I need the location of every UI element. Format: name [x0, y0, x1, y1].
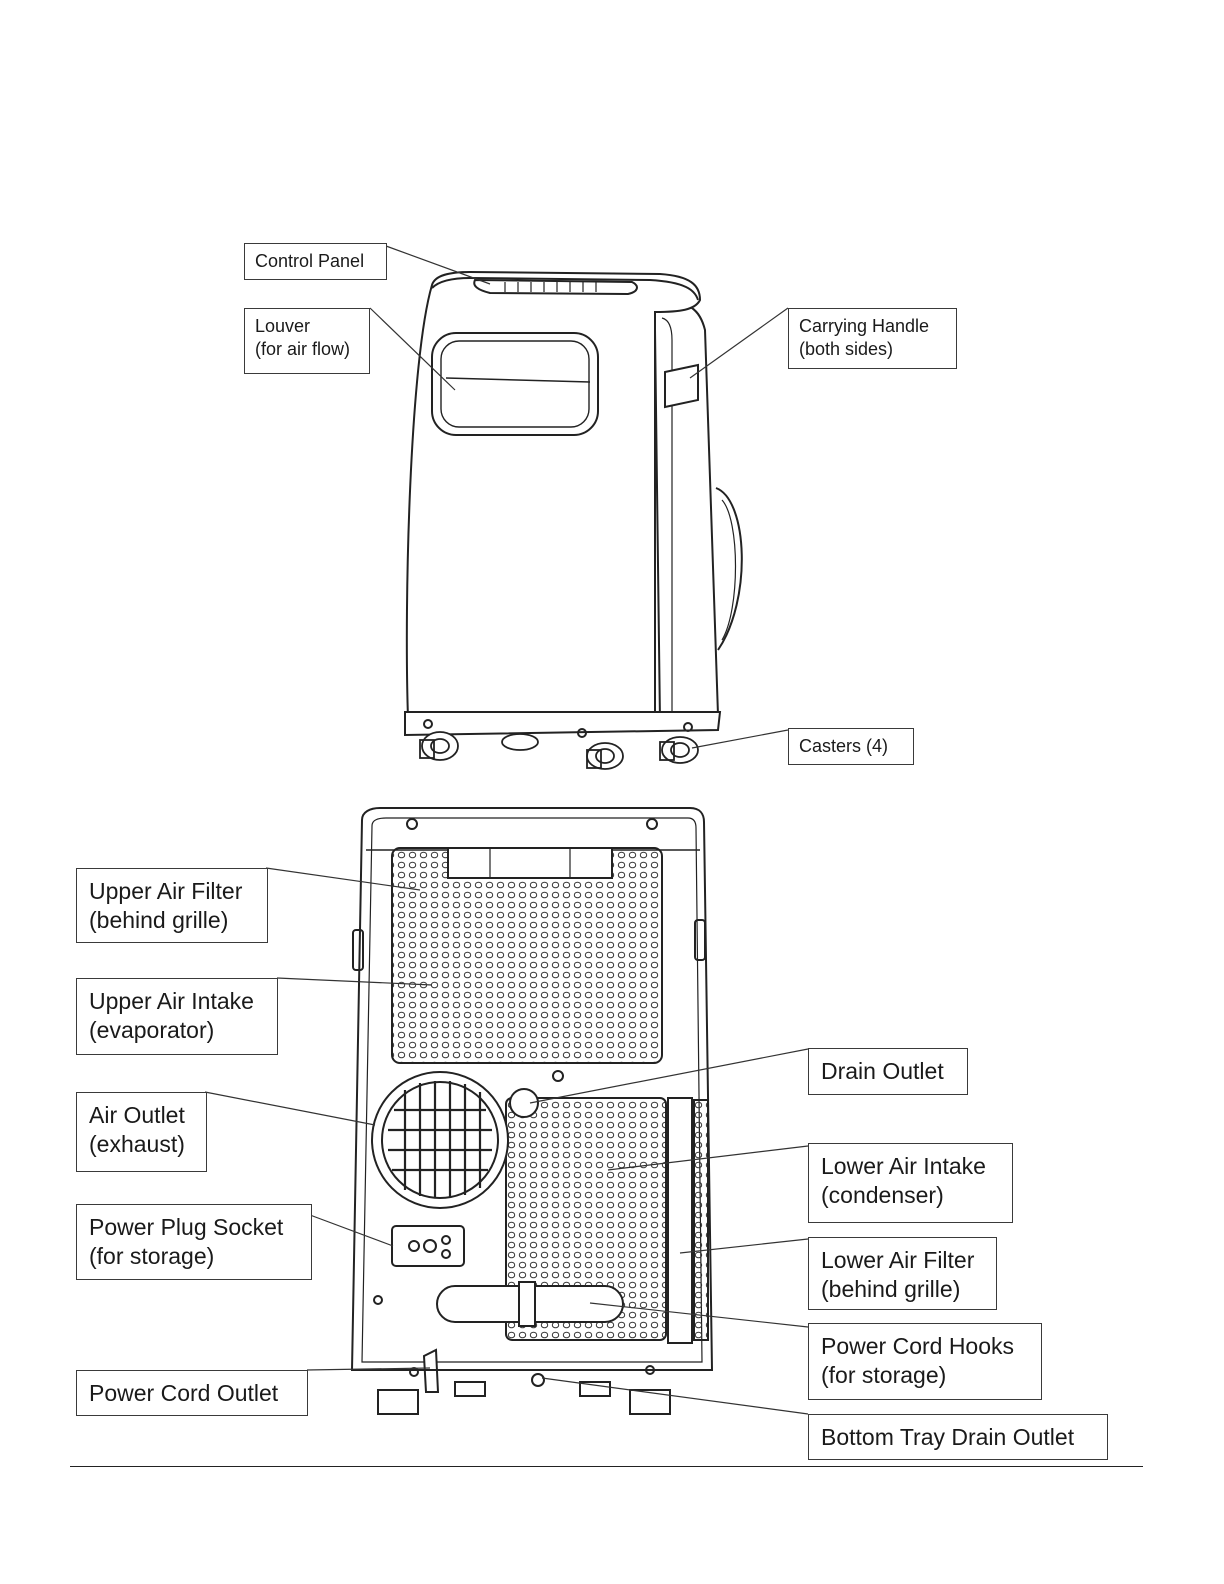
- label-louver: Louver (for air flow): [244, 308, 370, 374]
- lower-air-intake-text: Lower Air Intake: [821, 1153, 986, 1179]
- label-power-cord-outlet: Power Cord Outlet: [76, 1370, 308, 1416]
- bottom-tray-drain-outlet-text: Bottom Tray Drain Outlet: [821, 1424, 1075, 1450]
- air-outlet-text: Air Outlet: [89, 1102, 185, 1128]
- label-casters: Casters (4): [788, 728, 914, 765]
- lower-air-filter-subtext: (behind grille): [821, 1275, 961, 1302]
- front-view-unit: [404, 270, 743, 770]
- label-lower-air-intake: Lower Air Intake (condenser): [808, 1143, 1013, 1223]
- label-power-plug-socket: Power Plug Socket (for storage): [76, 1204, 312, 1280]
- power-plug-socket-text: Power Plug Socket: [89, 1214, 284, 1240]
- upper-air-filter-subtext: (behind grille): [89, 906, 229, 933]
- lower-air-filter-text: Lower Air Filter: [821, 1247, 975, 1273]
- leader-lines: [204, 245, 809, 1415]
- label-upper-air-filter: Upper Air Filter (behind grille): [76, 868, 268, 943]
- power-plug-socket-subtext: (for storage): [89, 1242, 215, 1269]
- upper-air-intake-subtext: (evaporator): [89, 1016, 215, 1043]
- power-cord-hooks-text: Power Cord Hooks: [821, 1333, 1015, 1359]
- rear-view-unit: [350, 807, 714, 1415]
- carrying-handle-shape: [664, 363, 699, 409]
- upper-grille: [391, 847, 663, 1064]
- control-panel-strip: [473, 278, 638, 296]
- lower-air-intake-subtext: (condenser): [821, 1181, 944, 1208]
- lower-grille: [505, 1097, 667, 1341]
- carrying-handle-text: Carrying Handle: [799, 316, 930, 336]
- label-power-cord-hooks: Power Cord Hooks (for storage): [808, 1323, 1042, 1400]
- drain-outlet-shape: [509, 1088, 539, 1118]
- power-cord-outlet-text: Power Cord Outlet: [89, 1380, 279, 1406]
- footer-rule: [70, 1466, 1143, 1467]
- drain-outlet-text: Drain Outlet: [821, 1058, 944, 1084]
- louver-subtext: (for air flow): [255, 338, 351, 359]
- upper-air-filter-text: Upper Air Filter: [89, 878, 243, 904]
- louver-text: Louver: [255, 316, 311, 336]
- exhaust-outlet-shape: [371, 1071, 509, 1209]
- label-upper-air-intake: Upper Air Intake (evaporator): [76, 978, 278, 1055]
- label-air-outlet: Air Outlet (exhaust): [76, 1092, 207, 1172]
- label-drain-outlet: Drain Outlet: [808, 1048, 968, 1095]
- caster-wheels: [419, 731, 699, 770]
- air-outlet-subtext: (exhaust): [89, 1130, 185, 1157]
- label-bottom-tray-drain-outlet: Bottom Tray Drain Outlet: [808, 1414, 1108, 1460]
- upper-air-intake-text: Upper Air Intake: [89, 988, 254, 1014]
- power-cord-hooks-subtext: (for storage): [821, 1361, 947, 1388]
- label-lower-air-filter: Lower Air Filter (behind grille): [808, 1237, 997, 1310]
- louver-window: [431, 332, 599, 436]
- casters-text: Casters (4): [799, 736, 889, 756]
- power-plug-socket-shape: [391, 1225, 465, 1267]
- control-panel-text: Control Panel: [255, 251, 365, 271]
- label-control-panel: Control Panel: [244, 243, 387, 280]
- carrying-handle-subtext: (both sides): [799, 338, 894, 359]
- label-carrying-handle: Carrying Handle (both sides): [788, 308, 957, 369]
